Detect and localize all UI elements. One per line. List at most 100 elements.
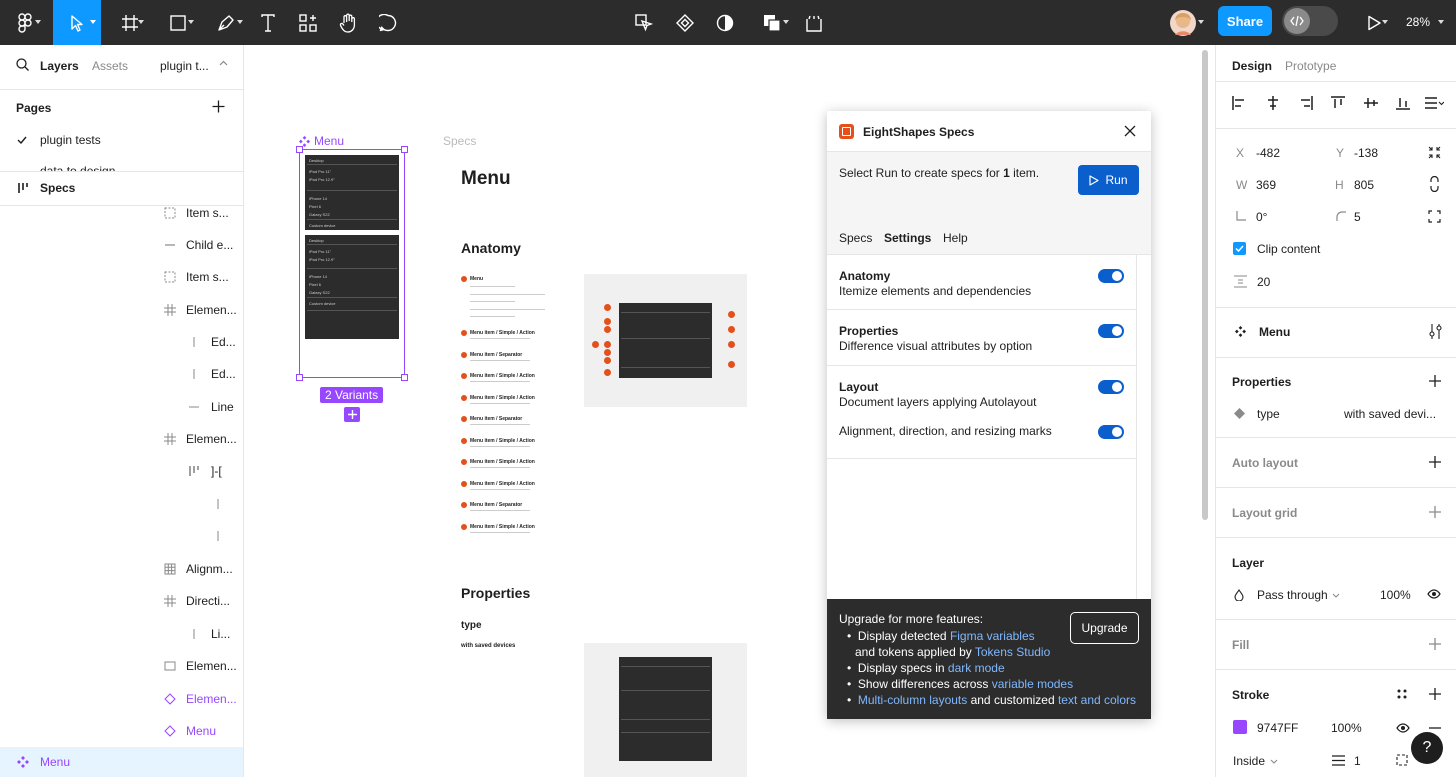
- boolean-icon[interactable]: [752, 0, 792, 45]
- align-right-icon[interactable]: [1299, 96, 1313, 110]
- rotation-input[interactable]: 0°: [1256, 210, 1268, 224]
- tab-design[interactable]: Design: [1232, 59, 1273, 73]
- y-input[interactable]: -138: [1354, 146, 1379, 160]
- h-input[interactable]: 805: [1354, 178, 1375, 192]
- independent-corners-icon[interactable]: [1428, 210, 1441, 223]
- specs-frame-label[interactable]: Specs: [443, 134, 477, 148]
- tab-settings[interactable]: Settings: [884, 231, 932, 245]
- clip-content-checkbox[interactable]: [1233, 242, 1246, 255]
- layer-row[interactable]: Ed...: [0, 326, 243, 358]
- layer-row-selected[interactable]: Menu: [0, 747, 243, 777]
- stroke-sides-icon[interactable]: [1396, 754, 1408, 766]
- tab-prototype[interactable]: Prototype: [1285, 59, 1337, 73]
- layer-row[interactable]: ]-[: [0, 455, 243, 487]
- zoom-level[interactable]: 28%: [1406, 15, 1431, 29]
- edit-object-icon[interactable]: [630, 0, 658, 45]
- resize-handle[interactable]: [401, 374, 408, 381]
- chevron-down-icon[interactable]: [1332, 593, 1340, 598]
- frame-tool-icon[interactable]: [110, 0, 150, 45]
- constraints-icon[interactable]: [1428, 146, 1441, 159]
- resize-handle[interactable]: [296, 146, 303, 153]
- distribute-icon[interactable]: [1424, 96, 1444, 110]
- add-auto-layout-icon[interactable]: [1429, 456, 1441, 468]
- property-value[interactable]: with saved devi...: [1344, 407, 1437, 421]
- add-layout-grid-icon[interactable]: [1429, 506, 1441, 518]
- variable-modes-link[interactable]: variable modes: [991, 677, 1074, 691]
- properties-toggle[interactable]: [1098, 324, 1124, 338]
- help-button[interactable]: ?: [1411, 732, 1443, 764]
- layer-row[interactable]: Elemen...: [0, 683, 243, 715]
- plugin-scrollbar[interactable]: [1136, 255, 1137, 599]
- page-item-data-to-design[interactable]: data to design: [40, 164, 115, 172]
- text-colors-link[interactable]: text and colors: [1057, 693, 1137, 707]
- layer-row[interactable]: Elemen...: [0, 650, 243, 682]
- add-stroke-icon[interactable]: [1429, 688, 1441, 700]
- layer-row[interactable]: Line: [0, 391, 243, 423]
- add-page-icon[interactable]: [212, 100, 225, 113]
- stroke-opacity[interactable]: 100%: [1331, 721, 1362, 735]
- layer-row[interactable]: Menu: [0, 715, 243, 747]
- tokens-studio-link[interactable]: Tokens Studio: [974, 645, 1051, 659]
- pen-tool-icon[interactable]: [205, 0, 247, 45]
- layer-row[interactable]: Child e...: [0, 229, 243, 261]
- page-item-plugin-tests[interactable]: plugin tests: [40, 133, 101, 147]
- anatomy-toggle[interactable]: [1098, 269, 1124, 283]
- component-set-label[interactable]: Menu: [299, 134, 344, 148]
- present-icon[interactable]: [1356, 0, 1392, 45]
- close-icon[interactable]: [1124, 125, 1136, 137]
- eye-icon[interactable]: [1396, 723, 1410, 733]
- layer-row[interactable]: Item s...: [0, 197, 243, 229]
- share-button[interactable]: Share: [1218, 6, 1272, 36]
- component-icon[interactable]: [671, 0, 699, 45]
- w-input[interactable]: 369: [1256, 178, 1277, 192]
- figma-menu-icon[interactable]: [0, 0, 50, 45]
- text-tool-icon[interactable]: [254, 0, 282, 45]
- component-set-frame[interactable]: Desktop iPad Pro 11" iPad Pro 12.9" iPho…: [296, 146, 408, 381]
- shape-tool-icon[interactable]: [158, 0, 198, 45]
- multi-column-link[interactable]: Multi-column layouts: [857, 693, 968, 707]
- layer-row[interactable]: Alignm...: [0, 553, 243, 585]
- align-center-v-icon[interactable]: [1364, 96, 1378, 110]
- alignment-marks-toggle[interactable]: [1098, 425, 1124, 439]
- align-top-icon[interactable]: [1331, 96, 1345, 110]
- layer-opacity[interactable]: 100%: [1380, 588, 1411, 602]
- add-fill-icon[interactable]: [1429, 638, 1441, 650]
- stroke-weight-input[interactable]: 1: [1354, 754, 1361, 768]
- layout-toggle[interactable]: [1098, 380, 1124, 394]
- layer-row[interactable]: [0, 520, 243, 552]
- stroke-color-swatch[interactable]: [1233, 720, 1247, 734]
- chevron-down-icon[interactable]: [1270, 759, 1278, 764]
- resize-handle[interactable]: [296, 374, 303, 381]
- lock-ratio-icon[interactable]: [1430, 176, 1439, 192]
- layer-row-specs[interactable]: Specs: [0, 172, 243, 204]
- layer-row[interactable]: [0, 488, 243, 520]
- resources-icon[interactable]: [294, 0, 322, 45]
- upgrade-button[interactable]: Upgrade: [1070, 612, 1139, 644]
- component-settings-icon[interactable]: [1429, 324, 1442, 339]
- tab-help[interactable]: Help: [943, 231, 968, 245]
- tab-assets[interactable]: Assets: [92, 59, 129, 73]
- resize-handle[interactable]: [401, 146, 408, 153]
- add-property-icon[interactable]: [1429, 375, 1441, 387]
- canvas-scrollbar[interactable]: [1202, 50, 1208, 520]
- tab-specs[interactable]: Specs: [839, 231, 873, 245]
- file-name-tab[interactable]: plugin t...: [160, 59, 209, 73]
- add-variant-icon[interactable]: [344, 407, 360, 422]
- hand-tool-icon[interactable]: [334, 0, 362, 45]
- comment-tool-icon[interactable]: [374, 0, 402, 45]
- zoom-chevron-icon[interactable]: [1438, 20, 1444, 24]
- avatar[interactable]: [1158, 0, 1208, 45]
- layer-row[interactable]: Item s...: [0, 261, 243, 293]
- layer-row[interactable]: Elemen...: [0, 294, 243, 326]
- layer-row[interactable]: Ed...: [0, 358, 243, 390]
- run-button[interactable]: Run: [1078, 165, 1139, 195]
- eye-icon[interactable]: [1427, 589, 1441, 599]
- layer-row[interactable]: Elemen...: [0, 423, 243, 455]
- x-input[interactable]: -482: [1256, 146, 1281, 160]
- layer-row[interactable]: Li...: [0, 618, 243, 650]
- layer-row[interactable]: Directi...: [0, 585, 243, 617]
- stroke-styles-icon[interactable]: [1396, 688, 1408, 700]
- align-left-icon[interactable]: [1232, 96, 1246, 110]
- search-icon[interactable]: [16, 58, 29, 71]
- mask-icon[interactable]: [711, 0, 739, 45]
